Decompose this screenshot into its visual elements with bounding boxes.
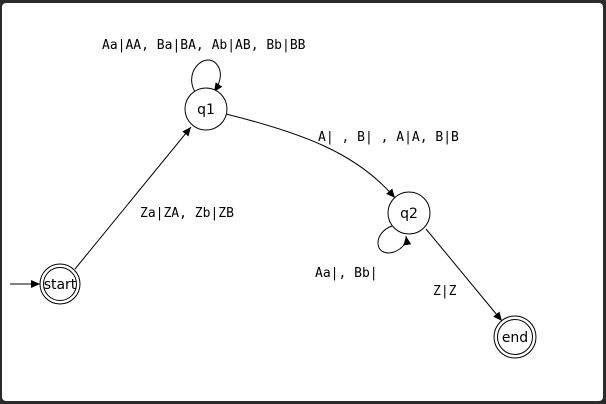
state-diagram: start q1 q2 end Aa|AA, Ba|BA, Ab|AB, Bb|… <box>10 38 537 359</box>
label-q2-loop: Aa|, Bb| <box>315 266 378 281</box>
transition-q2-loop <box>377 225 412 254</box>
transition-q2-end <box>425 228 503 322</box>
label-q2-end: Z|Z <box>433 284 457 299</box>
label-q1-q2: A| , B| , A|A, B|B <box>318 130 459 145</box>
state-start[interactable]: start <box>39 263 81 305</box>
state-q1-label: q1 <box>197 102 215 118</box>
label-start-q1: Za|ZA, Zb|ZB <box>140 206 234 221</box>
transition-start-q1 <box>74 126 192 270</box>
transition-q1-loop <box>191 59 223 93</box>
state-q1[interactable]: q1 <box>184 87 228 131</box>
state-q2-label: q2 <box>400 206 418 222</box>
diagram-canvas: start q1 q2 end Aa|AA, Ba|BA, Ab|AB, Bb|… <box>2 3 603 401</box>
state-end[interactable]: end <box>493 315 537 359</box>
state-end-label: end <box>502 330 528 346</box>
state-q2[interactable]: q2 <box>387 191 431 235</box>
label-q1-loop: Aa|AA, Ba|BA, Ab|AB, Bb|BB <box>102 38 306 53</box>
transition-q1-q2 <box>225 113 396 199</box>
state-start-label: start <box>44 277 77 293</box>
